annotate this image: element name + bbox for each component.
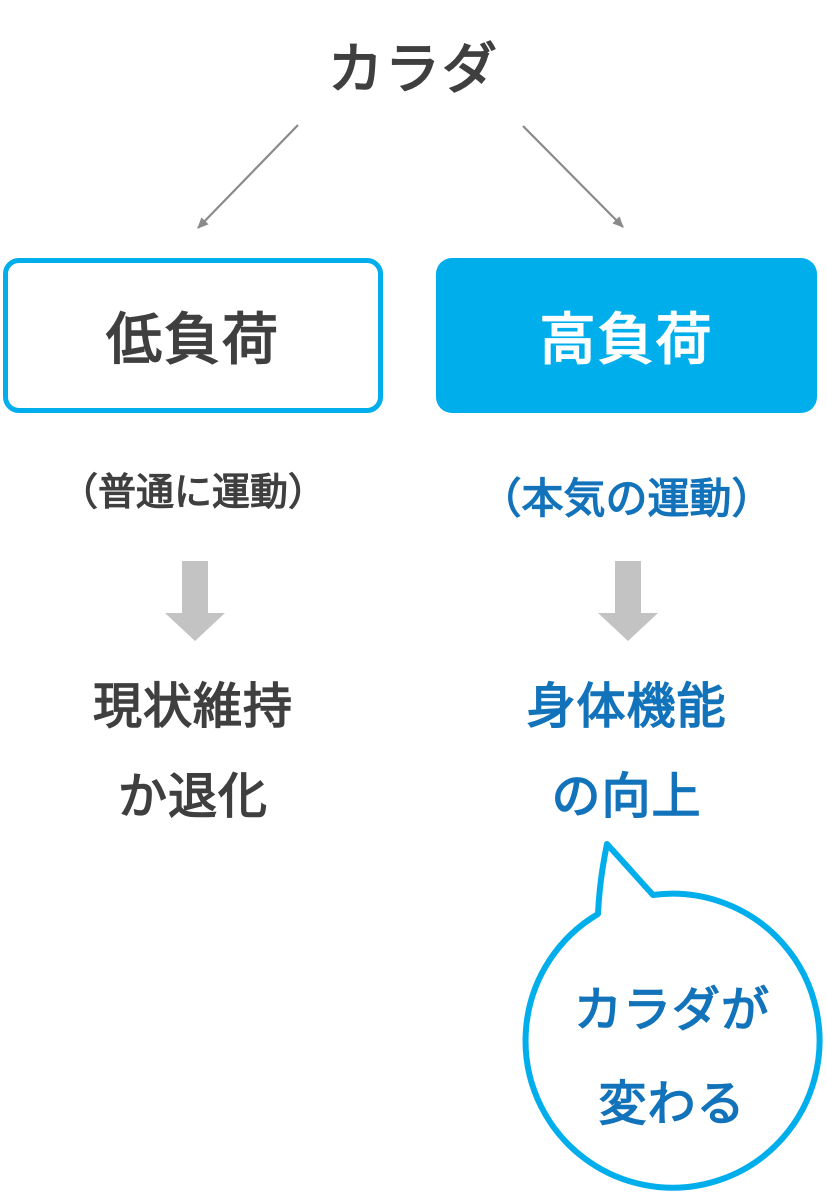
speech-bubble-line1: カラダが	[573, 984, 770, 1037]
speech-bubble-text: カラダが 変わる	[522, 958, 822, 1146]
low-load-result-line2: か退化	[117, 769, 268, 824]
high-load-result-line1: 身体機能	[526, 679, 727, 734]
down-block-arrow-left-icon	[165, 561, 225, 641]
high-load-result: 身体機能 の向上	[436, 657, 817, 837]
low-load-result-line1: 現状維持	[92, 679, 293, 734]
diagram-title: カラダ	[327, 38, 499, 100]
low-load-sub-label: （普通に運動）	[59, 471, 326, 514]
low-load-box: 低負荷	[3, 258, 383, 413]
branch-arrow-left-icon	[197, 124, 299, 229]
high-load-result-line2: の向上	[551, 769, 702, 824]
speech-bubble-outline	[522, 841, 823, 1191]
down-block-arrow-right-icon	[598, 561, 658, 641]
speech-bubble	[522, 841, 823, 1191]
low-load-result: 現状維持 か退化	[0, 657, 386, 837]
high-load-box-label: 高負荷	[539, 308, 714, 371]
speech-bubble-line2: 変わる	[598, 1078, 746, 1131]
high-load-sub-label: （本気の運動）	[479, 474, 774, 522]
low-load-box-label: 低負荷	[106, 308, 280, 371]
branch-arrow-right-icon	[522, 125, 624, 228]
high-load-box: 高負荷	[436, 258, 817, 413]
